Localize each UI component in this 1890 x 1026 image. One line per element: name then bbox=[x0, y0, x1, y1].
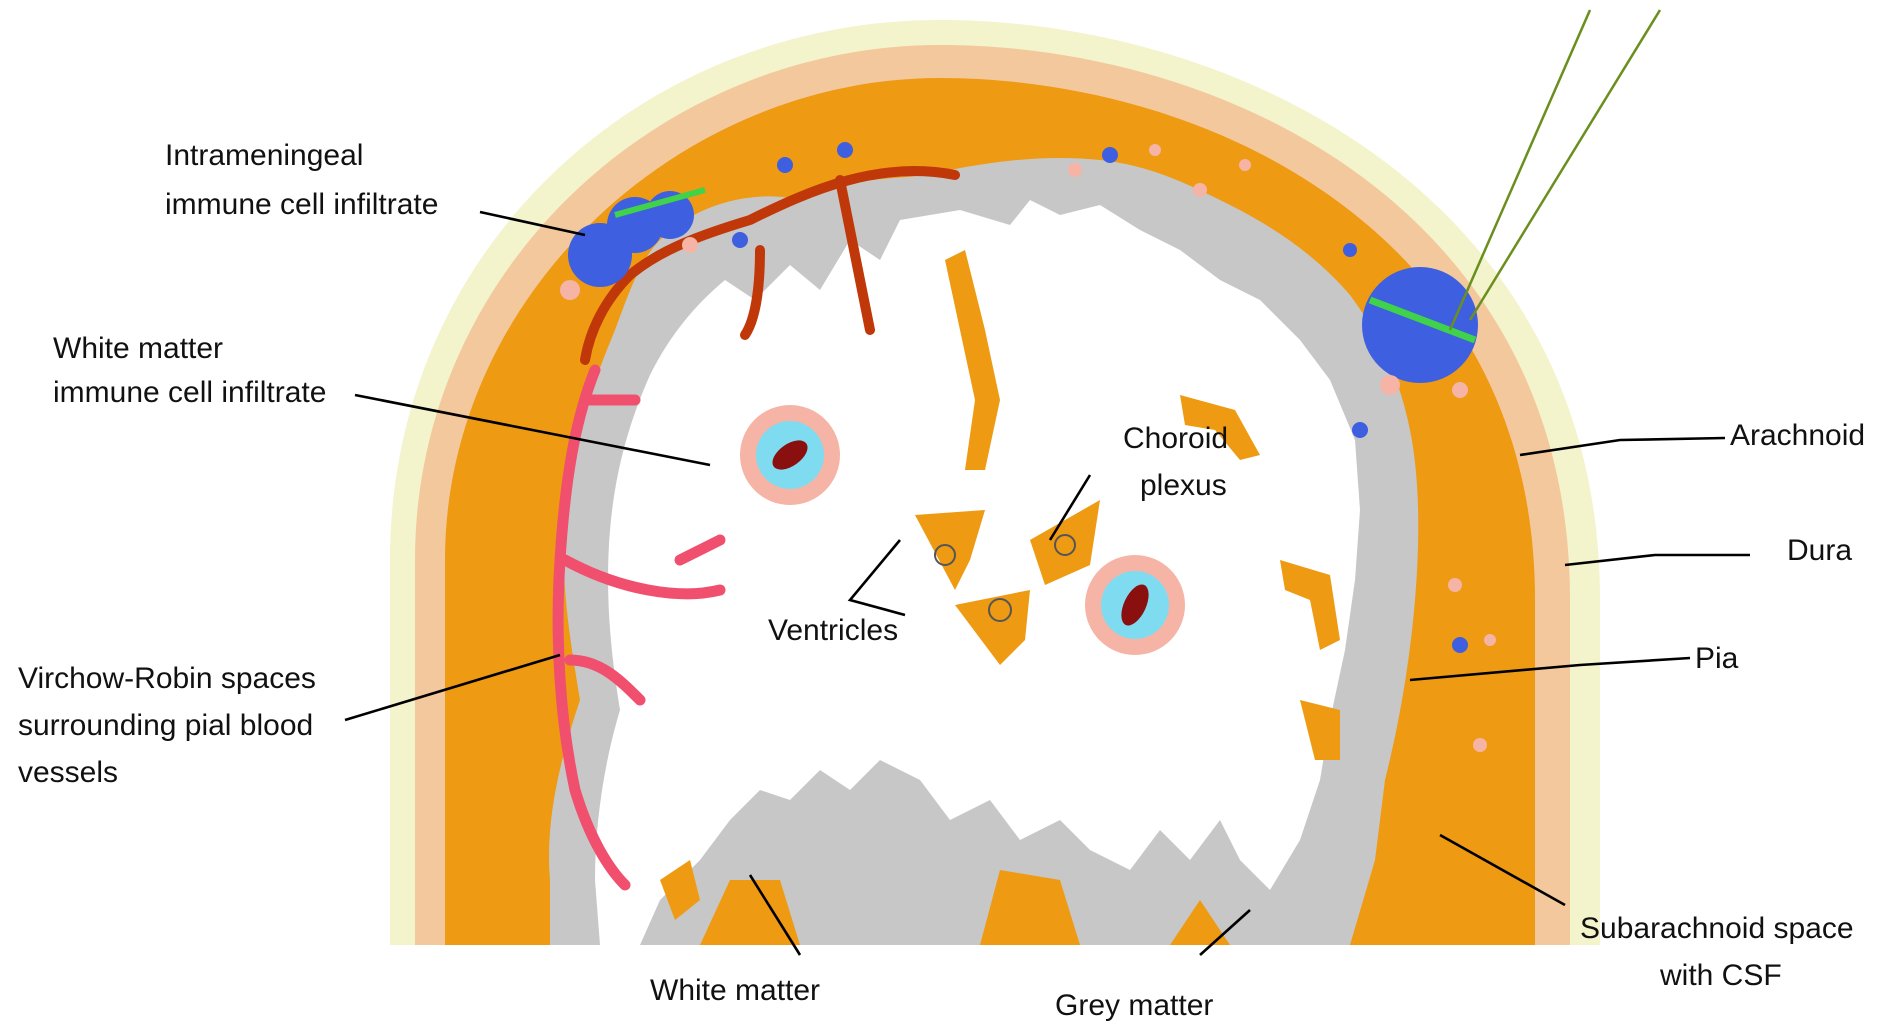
label-virchow-3: vessels bbox=[18, 756, 118, 789]
label-choroid-2: plexus bbox=[1140, 469, 1227, 502]
label-intrameningeal-2: immune cell infiltrate bbox=[165, 188, 438, 221]
label-virchow-1: Virchow-Robin spaces bbox=[18, 662, 316, 695]
label-subarachnoid-2: with CSF bbox=[1659, 959, 1782, 992]
label-choroid-1: Choroid bbox=[1123, 422, 1228, 455]
white-matter-infiltrate-2 bbox=[1085, 555, 1185, 655]
label-white-matter: White matter bbox=[650, 974, 820, 1007]
label-white-matter-infiltrate-1: White matter bbox=[53, 332, 223, 365]
label-ventricles: Ventricles bbox=[768, 614, 898, 647]
white-matter-infiltrate-1 bbox=[740, 405, 840, 505]
label-dura: Dura bbox=[1787, 534, 1852, 567]
label-virchow-2: surrounding pial blood bbox=[18, 709, 313, 742]
label-white-matter-infiltrate-2: immune cell infiltrate bbox=[53, 376, 326, 409]
label-grey-matter: Grey matter bbox=[1055, 989, 1213, 1022]
label-subarachnoid-1: Subarachnoid space bbox=[1580, 912, 1854, 945]
label-intrameningeal-1: Intrameningeal bbox=[165, 139, 363, 172]
label-arachnoid: Arachnoid bbox=[1730, 419, 1865, 452]
label-pia: Pia bbox=[1695, 642, 1739, 675]
